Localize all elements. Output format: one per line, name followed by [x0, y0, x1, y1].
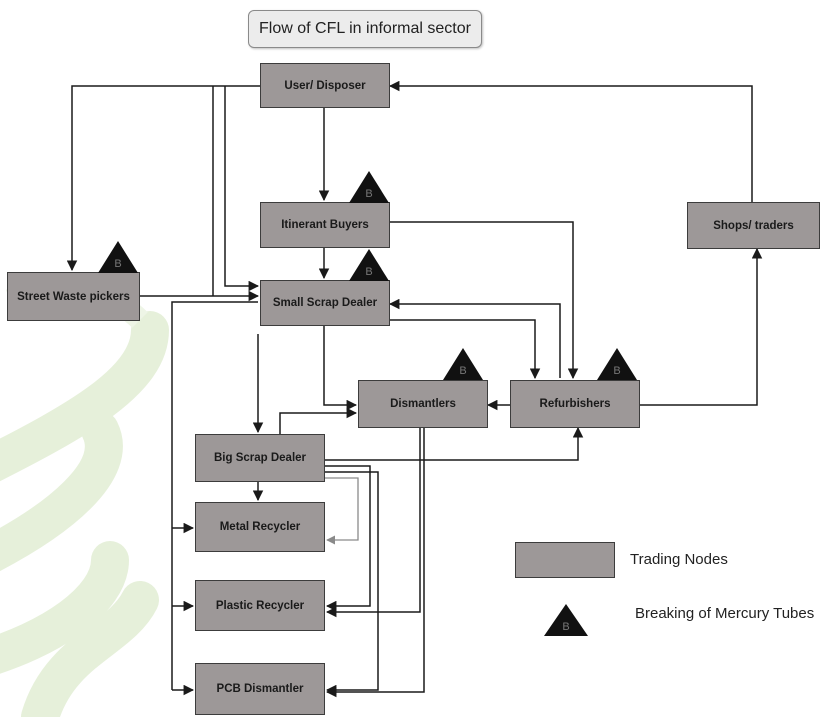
node-small-scrap-dealer: Small Scrap Dealer	[260, 280, 390, 326]
node-pcb-dismantler: PCB Dismantler	[195, 663, 325, 715]
arrow-dismantlers-to-plastic	[325, 428, 421, 618]
svg-text:B: B	[114, 258, 121, 270]
arrow-trunk-left	[171, 301, 258, 690]
svg-text:B: B	[459, 365, 466, 377]
arrow-itinerant-to-refurbishers	[390, 221, 579, 380]
arrow-shops-to-user	[388, 80, 753, 202]
node-refurbishers: Refurbishers	[510, 380, 640, 428]
arrow-big-scrap-to-metal-light	[325, 477, 359, 545]
arrow-big-scrap-to-refurbishers	[325, 426, 584, 461]
node-itinerant-buyers: Itinerant Buyers	[260, 202, 390, 248]
node-big-scrap-dealer: Big Scrap Dealer	[195, 434, 325, 482]
node-dismantlers: Dismantlers	[358, 380, 488, 428]
node-shops-traders: Shops/ traders	[687, 202, 820, 249]
legend-trading-nodes-label: Trading Nodes	[630, 551, 728, 568]
node-street-waste-pickers: Street Waste pickers	[7, 272, 140, 321]
arrow-big-scrap-to-pcb	[325, 471, 379, 696]
arrow-refurbishers-to-small-scrap	[388, 298, 561, 378]
svg-text:B: B	[365, 266, 372, 278]
arrow-big-scrap-to-dismantlers	[279, 407, 358, 434]
legend-breaking-marker: B	[544, 604, 588, 636]
arrow-dismantlers-to-pcb	[325, 428, 425, 698]
arrow-refurbishers-to-shops	[640, 247, 763, 406]
breaking-marker-itinerant: B	[349, 171, 389, 203]
arrow-user-to-street	[66, 85, 260, 272]
svg-text:B: B	[613, 365, 620, 377]
svg-text:B: B	[365, 188, 372, 200]
node-metal-recycler: Metal Recycler	[195, 502, 325, 552]
breaking-marker-dismantlers: B	[443, 348, 483, 380]
node-plastic-recycler: Plastic Recycler	[195, 580, 325, 631]
svg-text:B: B	[562, 621, 569, 633]
arrow-small-scrap-to-refurbishers	[390, 319, 541, 380]
legend-trading-nodes-swatch	[515, 542, 615, 578]
node-user-disposer: User/ Disposer	[260, 63, 390, 108]
legend-breaking-label: Breaking of Mercury Tubes	[635, 605, 815, 622]
diagram-title: Flow of CFL in informal sector	[248, 10, 482, 48]
breaking-marker-small-scrap: B	[349, 249, 389, 281]
breaking-marker-street: B	[98, 241, 138, 273]
arrow-big-scrap-to-plastic	[325, 465, 371, 612]
arrow-user-to-small-scrap-b	[224, 86, 260, 292]
breaking-marker-refurbishers: B	[597, 348, 637, 380]
arrow-small-scrap-to-dismantlers	[323, 324, 358, 411]
